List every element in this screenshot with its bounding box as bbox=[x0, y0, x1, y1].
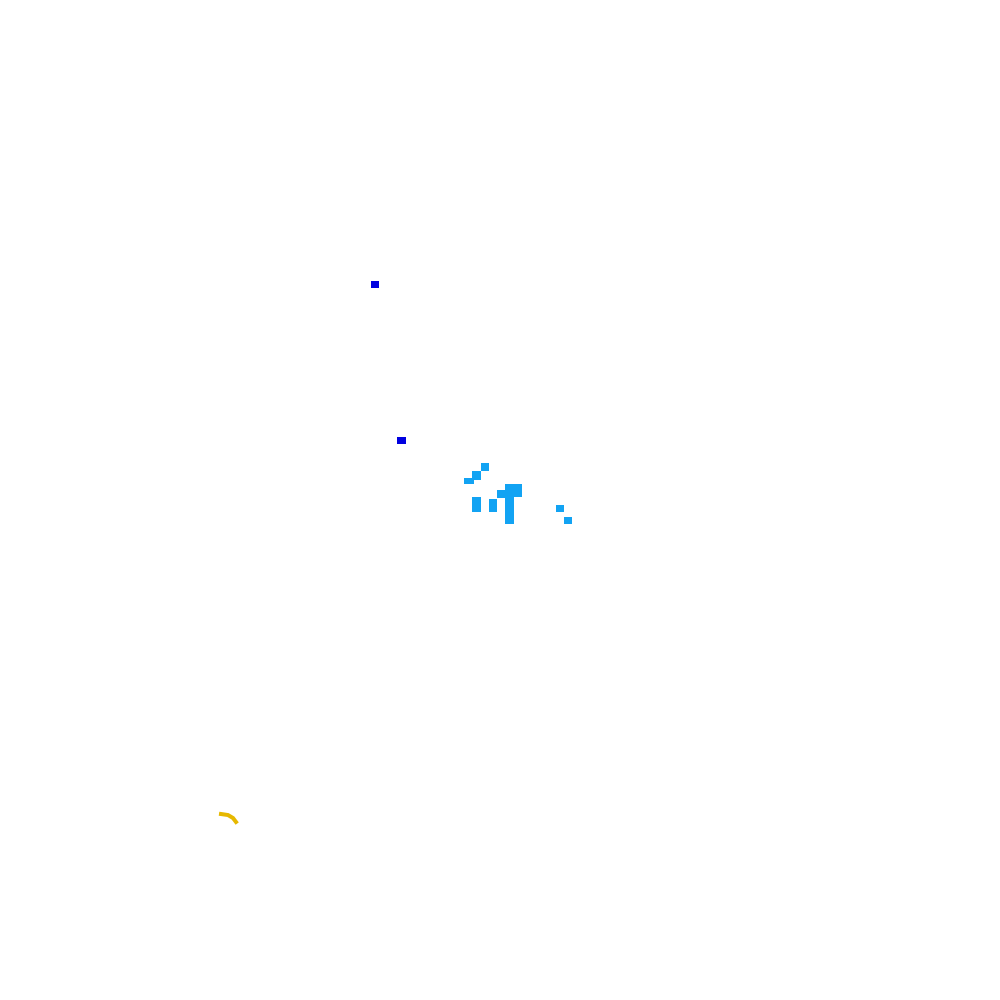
cluster-cell bbox=[472, 497, 481, 512]
gold-stroke bbox=[218, 811, 239, 825]
cluster-cell bbox=[472, 471, 481, 480]
cluster-cell bbox=[497, 490, 506, 498]
cell-cluster bbox=[464, 463, 572, 524]
cluster-cell bbox=[489, 499, 497, 512]
cluster-cell bbox=[505, 496, 514, 524]
point-marker-1 bbox=[371, 281, 379, 288]
cluster-cell bbox=[464, 478, 474, 484]
cluster-cell bbox=[481, 463, 489, 471]
cluster-cell bbox=[564, 517, 572, 524]
cluster-cell bbox=[505, 484, 522, 497]
cluster-cell bbox=[556, 505, 564, 512]
point-marker-2 bbox=[397, 437, 406, 444]
